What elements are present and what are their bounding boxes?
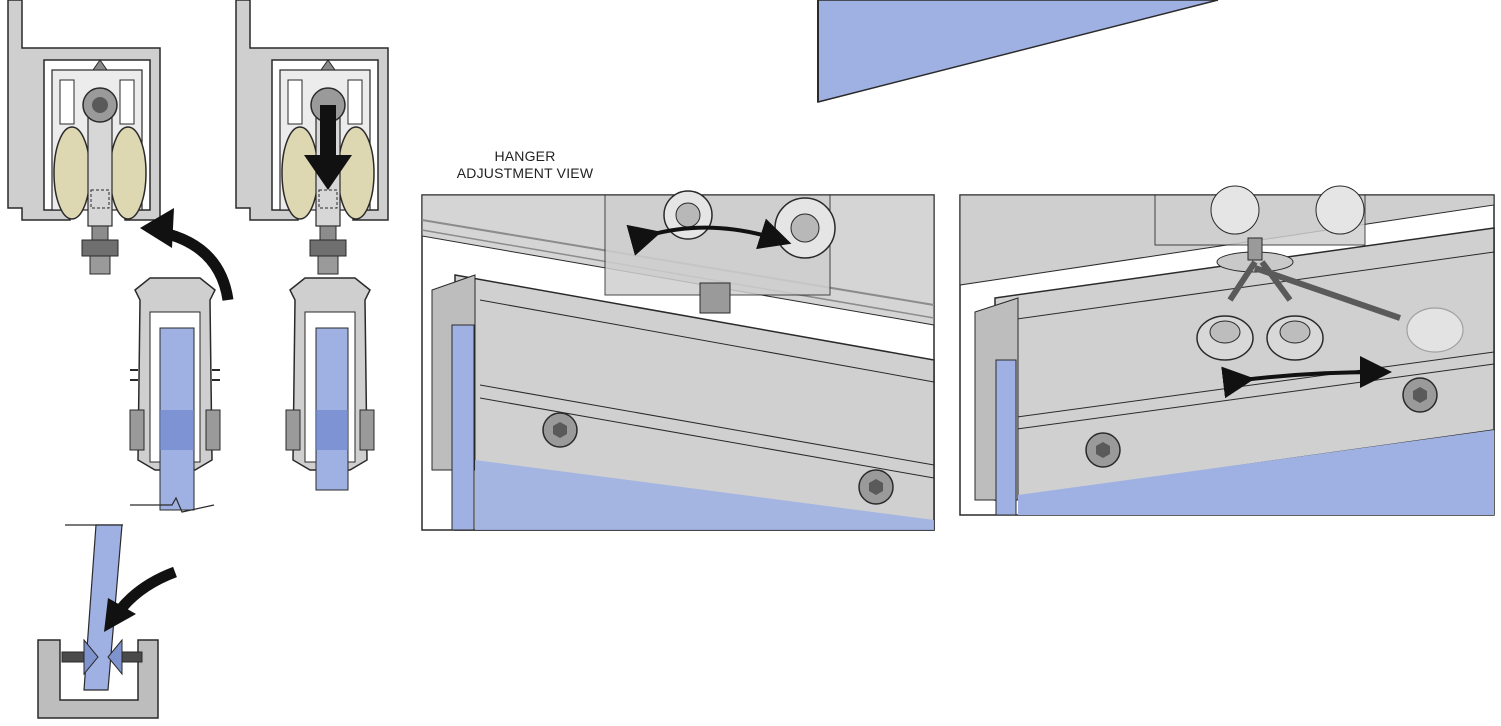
curved-arrow-icon [115,566,177,614]
glass-clamp-right [285,277,375,491]
wrench-adjustment-panel [959,185,1495,516]
hanger-section-right [235,0,389,275]
double-arrow-icon [1221,356,1392,399]
top-glass-panel [817,0,1219,103]
hanger-adjustment-panel [421,190,935,531]
double-arrow-icon [626,218,792,256]
wrench-icon [1196,237,1464,361]
hanger-adjustment-caption: HANGER ADJUSTMENT VIEW [420,148,630,182]
caption-line-1: HANGER [494,148,556,164]
curved-arrow-head-icon [140,208,174,248]
down-arrow-icon [304,105,352,190]
caption-line-2: ADJUSTMENT VIEW [456,165,594,181]
floor-guide-section [37,524,159,719]
glass-clamp-left [129,277,221,513]
hanger-section-left [7,0,161,275]
curved-arrow-head-icon [104,598,136,632]
